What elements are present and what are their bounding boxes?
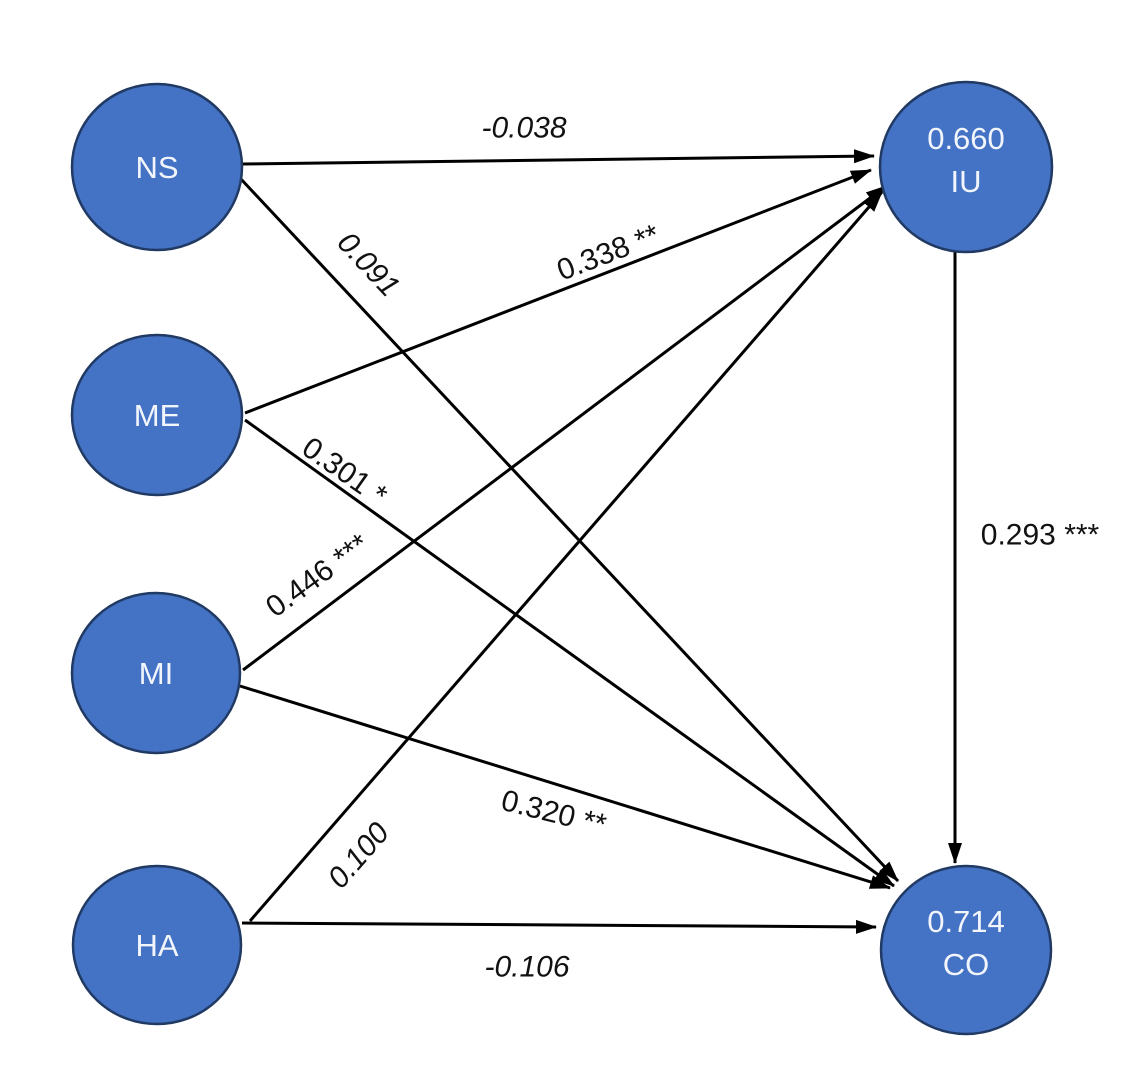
node-MI-label-0: MI — [139, 656, 173, 691]
edge-ME-IU-coefficient: 0.338 ** — [553, 218, 665, 287]
edge-IU-CO-coefficient: 0.293 *** — [981, 519, 1100, 552]
edge-MI-CO-coefficient: 0.320 ** — [498, 784, 610, 842]
edge-NS-CO-arrow — [238, 176, 900, 883]
edge-ME-CO-coefficient: 0.301 * — [296, 431, 393, 513]
node-HA-label-0: HA — [135, 928, 178, 963]
node-ME-circle — [70, 333, 244, 497]
node-NS: NS — [70, 82, 244, 252]
edge-HA-IU-arrow — [248, 191, 884, 922]
node-MI-circle — [70, 591, 242, 755]
node-CO-circle — [879, 864, 1053, 1036]
node-ME: ME — [70, 333, 244, 497]
node-ME-label-0: ME — [134, 398, 181, 433]
edge-NS-CO-coefficient: 0.091 — [331, 226, 406, 303]
node-IU-circle — [878, 80, 1054, 254]
edge-HA-CO-coefficient: -0.106 — [484, 951, 569, 984]
edge-NS-IU-arrow — [241, 149, 875, 166]
node-HA: HA — [71, 864, 243, 1026]
node-MI: MI — [70, 591, 242, 755]
node-CO-label-1: CO — [943, 947, 990, 982]
edge-HA-CO-arrow — [241, 919, 877, 934]
node-IU-label-0: 0.660 — [927, 121, 1005, 156]
node-HA-circle — [71, 864, 243, 1026]
node-IU-label-1: IU — [951, 164, 982, 199]
edge-MI-IU-coefficient: 0.446 *** — [260, 527, 375, 624]
node-CO-label-0: 0.714 — [927, 904, 1005, 939]
node-NS-label-0: NS — [135, 150, 178, 185]
edge-HA-IU-coefficient: 0.100 — [322, 816, 396, 895]
edge-MI-IU-arrow — [242, 184, 887, 672]
edge-ME-CO-arrow — [244, 418, 895, 888]
node-NS-circle — [70, 82, 244, 252]
edge-MI-CO-arrow — [239, 684, 891, 890]
edge-NS-IU-coefficient: -0.038 — [481, 112, 566, 145]
edge-ME-IU-arrow — [244, 168, 872, 415]
